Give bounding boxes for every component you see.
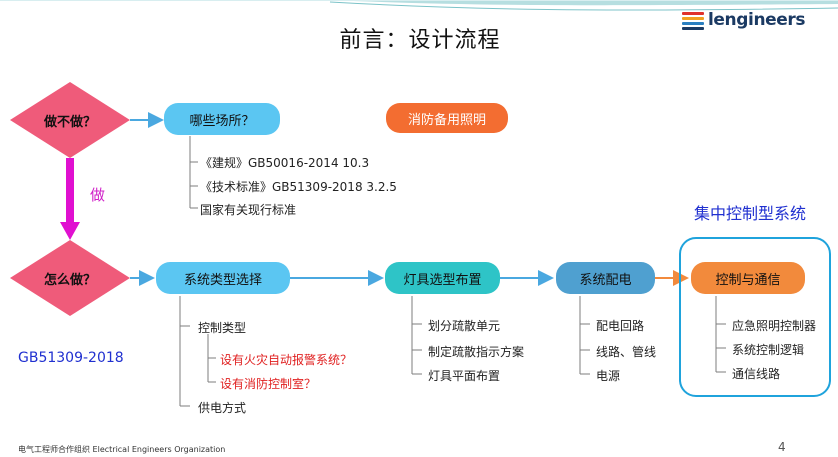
decision-diamond-bottom: [10, 240, 130, 316]
stage2-item-2: 制定疏散指示方案: [428, 345, 525, 359]
header-banner: [0, 0, 838, 11]
bracket-stage-4: [715, 296, 726, 373]
backup-lighting-box: 消防备用照明: [386, 103, 508, 133]
logo-text: lengineers: [708, 10, 806, 30]
stage1-item-1: 控制类型: [198, 321, 247, 335]
stage-system-type: 系统类型选择: [156, 262, 290, 294]
bracket-stage-1: [179, 296, 216, 407]
bracket-stage-2: [411, 296, 422, 375]
centralized-system-frame: [679, 237, 831, 397]
page-title: 前言：设计流程: [339, 28, 501, 53]
stage1-subitem-1: 设有火灾自动报警系统？: [220, 353, 353, 367]
page-number: 4: [778, 440, 786, 454]
top-item-3: 国家有关现行标准: [200, 203, 297, 217]
engineers-logo-stripes-icon: [682, 10, 706, 30]
decision-label-top: 做不做？: [43, 115, 96, 130]
top-item-1: 《建规》GB50016-2014 10.3: [200, 156, 370, 170]
stage2-item-3: 灯具平面布置: [428, 369, 501, 383]
bracket-stage-3: [579, 296, 590, 375]
magenta-down-arrow: [60, 158, 80, 240]
stage1-item-2: 供电方式: [198, 401, 247, 415]
stage3-item-1: 配电回路: [596, 319, 645, 333]
stage4-item-1: 应急照明控制器: [732, 319, 817, 333]
stage-distribution: 系统配电: [556, 262, 655, 294]
stage3-item-2: 线路、管线: [596, 345, 657, 359]
stage4-item-3: 通信线路: [732, 367, 781, 381]
bracket-top: [189, 136, 198, 209]
stage1-subitem-2: 设有消防控制室？: [220, 377, 317, 391]
stage-fixture-layout: 灯具选型布置: [385, 262, 500, 294]
top-item-2: 《技术标准》GB51309-2018 3.2.5: [200, 180, 397, 194]
stage4-item-2: 系统控制逻辑: [732, 343, 805, 357]
arrow-label: 做: [90, 186, 106, 204]
group-title: 集中控制型系统: [694, 204, 807, 223]
places-question-box: 哪些场所？: [164, 103, 280, 135]
decision-diamond-top: [10, 82, 130, 158]
footer-organization: 电气工程师合作组织 Electrical Engineers Organizat…: [18, 445, 226, 454]
stage2-item-1: 划分疏散单元: [428, 319, 501, 333]
decision-label-bottom: 怎么做？: [43, 273, 96, 288]
brand-logo: lengineers: [682, 8, 806, 32]
stage-control-comm: 控制与通信: [691, 262, 805, 294]
stage3-item-3: 电源: [596, 369, 621, 383]
standard-label: GB51309-2018: [18, 350, 124, 366]
